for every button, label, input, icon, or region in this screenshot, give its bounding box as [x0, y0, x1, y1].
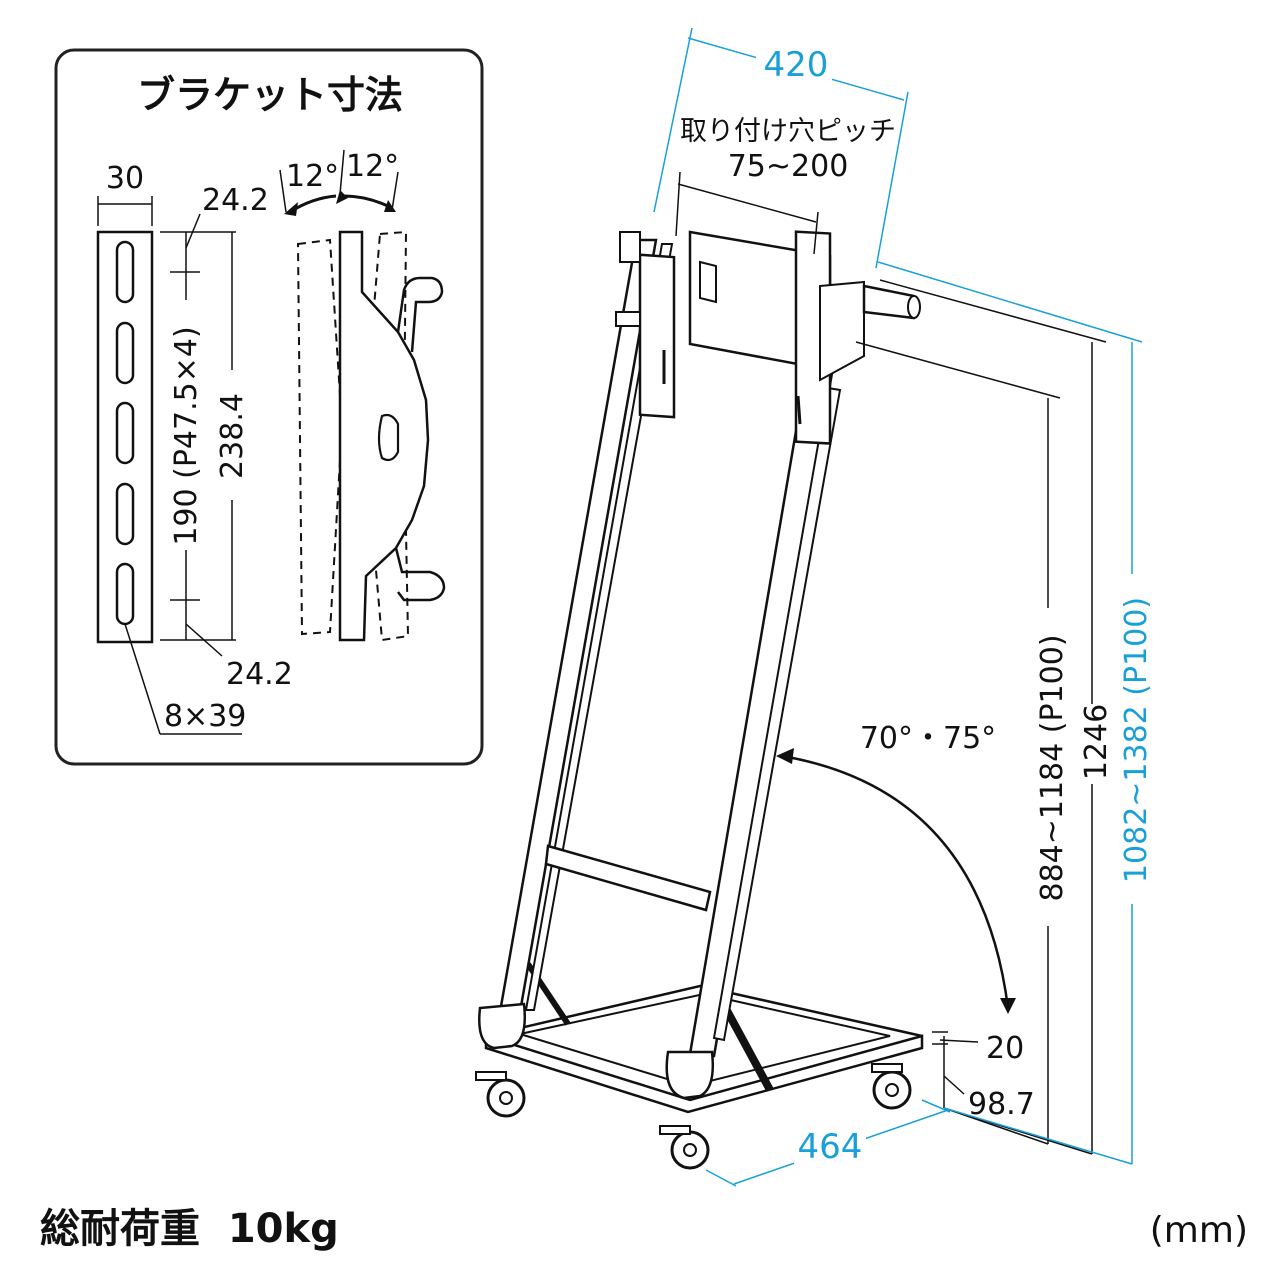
mount-window: [699, 260, 717, 304]
clip: [619, 231, 641, 263]
mount-pitch-dimension: [675, 171, 819, 255]
tilt-angle-arc: [781, 754, 1010, 1009]
pitch-label: 190 (P47.5×4): [169, 326, 204, 545]
tilt-guide: [279, 169, 287, 213]
caster-rear-right: [871, 1063, 912, 1110]
top-margin-label: 24.2: [202, 183, 269, 218]
height-top-backdrop: [1116, 574, 1150, 904]
left-rear-upright-edge: [524, 243, 674, 1011]
tilt-left-label: 12°: [286, 159, 339, 194]
arrow-head: [384, 200, 396, 212]
width-label: 30: [106, 161, 144, 196]
unit-label: (mm): [1150, 1210, 1248, 1251]
base-thickness-label: 20: [986, 1031, 1024, 1066]
slot: [115, 562, 135, 626]
slot: [115, 321, 135, 385]
bottom-margin-label: 24.2: [226, 657, 293, 692]
slot-label: 8×39: [164, 699, 246, 734]
height-adjust-label: 884~1184 (P100): [1035, 634, 1070, 901]
tilt-angle-label: 70°・75°: [860, 721, 996, 756]
tilt-back-outline: [296, 238, 344, 636]
bracket-slots: [115, 240, 135, 626]
slot: [115, 482, 135, 546]
caster-height-label: 98.7: [968, 1087, 1035, 1122]
bracket-knob: [377, 413, 400, 462]
mount-clamp: [819, 280, 865, 382]
top-width-backdrop: [756, 42, 832, 82]
mount-pitch-value: 75~200: [728, 149, 849, 184]
top-width-label: 420: [764, 45, 829, 85]
left-mount-bracket: [638, 253, 676, 419]
load-capacity: 総耐荷重 10kg: [40, 1206, 339, 1252]
base-inner: [516, 992, 891, 1088]
height-top-label: 1082~1382 (P100): [1119, 597, 1154, 883]
mount-pitch-caption: 取り付け穴ピッチ: [680, 116, 896, 147]
arrow-head: [776, 748, 794, 764]
bolt: [796, 395, 802, 425]
bracket-title: ブラケット寸法: [137, 73, 403, 117]
tilt-guide: [339, 149, 345, 195]
length-label: 238.4: [215, 393, 250, 479]
bracket-top-hook: [396, 276, 444, 353]
height-total-backdrop: [1076, 704, 1110, 784]
arrow-head: [336, 190, 348, 204]
width-dimension: [97, 196, 153, 226]
bracket-panel: ブラケット寸法 30 24.: [54, 48, 484, 766]
height-total-label: 1246: [1079, 704, 1114, 780]
pitch-label-backdrop: [172, 300, 200, 550]
slot: [115, 401, 135, 465]
slot: [115, 240, 135, 304]
clip: [615, 311, 641, 327]
height-adjust-backdrop: [1032, 608, 1066, 926]
panel-frame: [54, 48, 484, 766]
bracket-side-view: [279, 149, 446, 642]
cross-bar: [544, 844, 712, 912]
mount-pitch-backdrop: [722, 148, 852, 184]
base-frame-top: [485, 984, 923, 1038]
tilt-guide: [391, 171, 399, 211]
length-label-backdrop: [218, 370, 246, 500]
handle-end: [907, 295, 921, 319]
tilt-right-label: 12°: [346, 149, 399, 184]
caster-front-right: [659, 1050, 714, 1170]
base-width-label: 464: [798, 1127, 863, 1167]
arrow-head: [284, 202, 298, 216]
bracket-bottom-hook: [394, 547, 446, 602]
caster-front-left: [475, 1002, 526, 1118]
left-rear-upright: [498, 238, 658, 1014]
base-width-backdrop: [794, 1126, 866, 1166]
stand-drawing: [475, 230, 1016, 1170]
arrow-head: [1000, 998, 1016, 1014]
right-upright-edge: [712, 386, 842, 1042]
